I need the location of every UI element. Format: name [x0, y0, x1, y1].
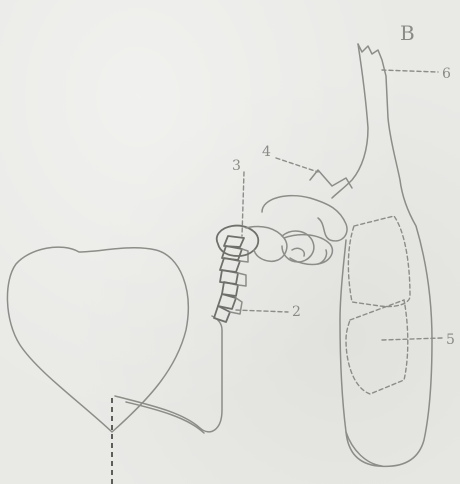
leader-lines — [236, 70, 442, 340]
leader-2 — [236, 310, 288, 312]
bulb-outline — [7, 247, 188, 432]
segmented-chain — [214, 236, 248, 322]
organ-body — [262, 44, 432, 466]
label-3: 3 — [232, 158, 241, 174]
tube-inner — [126, 402, 204, 433]
leader-4 — [276, 158, 318, 172]
label-5: 5 — [446, 332, 455, 348]
panel-letter: B — [400, 21, 415, 45]
leader-6 — [382, 70, 438, 72]
label-2: 2 — [292, 304, 301, 320]
label-6: 6 — [442, 66, 451, 82]
label-4: 4 — [262, 144, 271, 160]
leader-5 — [382, 338, 442, 340]
head-structure — [217, 226, 314, 262]
